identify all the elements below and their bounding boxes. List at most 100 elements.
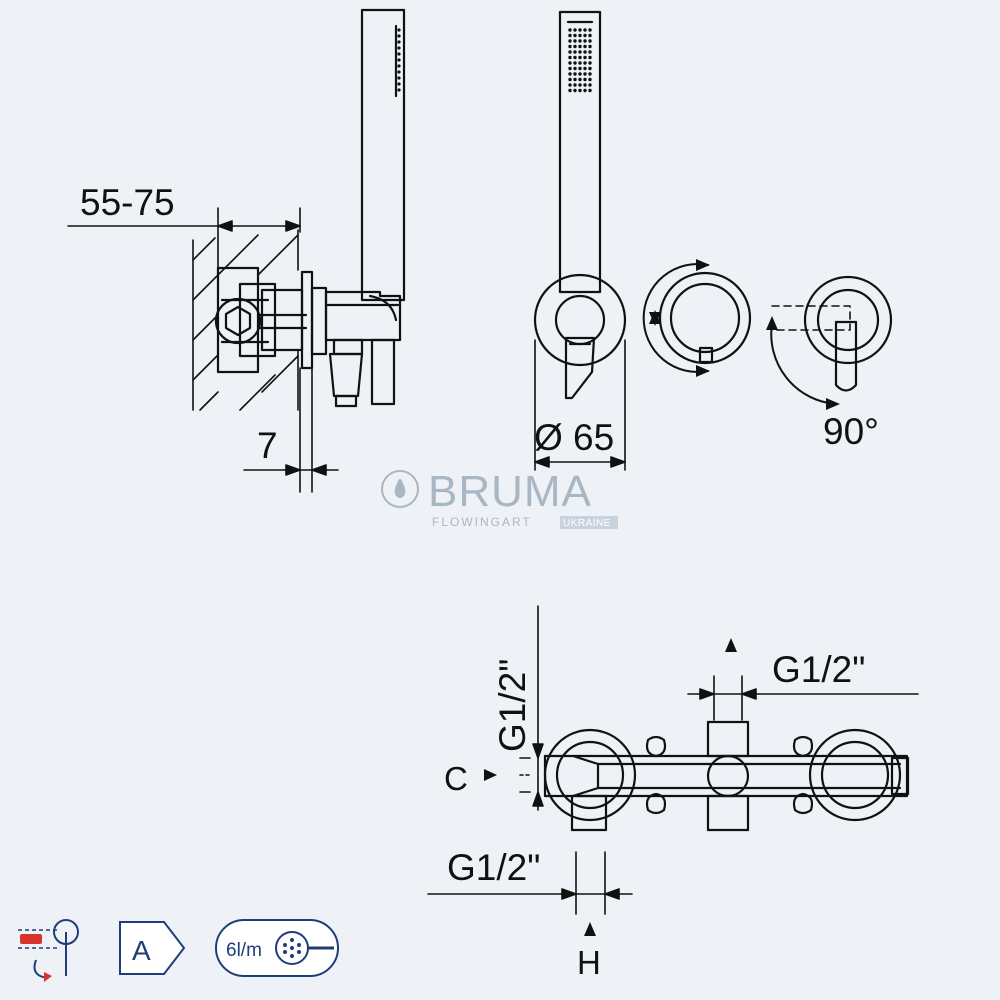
dimension-bottom	[427, 851, 633, 915]
spray-nozzle	[583, 88, 587, 93]
watermark-brand: BRUMA	[428, 467, 592, 516]
rotation-view-lever	[766, 275, 893, 410]
energy-class-label: A	[132, 935, 151, 966]
plan-view: G1/2" C G1/2"	[427, 605, 919, 981]
spray-nozzles-side	[397, 28, 401, 92]
spray-nozzle	[578, 44, 582, 49]
spray-nozzle	[573, 72, 577, 76]
spray-nozzle	[568, 66, 572, 71]
shower-holder-side	[324, 290, 402, 408]
dimension-bottom-label: G1/2"	[447, 847, 540, 888]
spray-nozzle	[568, 33, 572, 38]
spray-nozzle	[568, 83, 572, 87]
spray-nozzle	[588, 77, 592, 82]
spray-nozzle	[578, 39, 582, 43]
spray-nozzle	[588, 28, 592, 32]
hot-arrow-icon	[584, 922, 596, 936]
rosette-plate-side	[300, 270, 314, 370]
spray-nozzle	[573, 83, 577, 87]
spray-nozzles-front	[568, 28, 592, 93]
watermark-tagline: FLOWINGART	[432, 515, 532, 529]
spray-nozzle	[578, 88, 582, 93]
dimension-vertical	[519, 605, 544, 811]
spray-nozzle	[568, 88, 572, 93]
spray-nozzle	[573, 66, 577, 71]
spray-nozzle	[588, 72, 592, 76]
top-arrow-icon	[725, 638, 737, 652]
spray-nozzle	[578, 33, 582, 38]
spray-nozzle	[588, 39, 592, 43]
hand-shower-front	[558, 10, 602, 294]
spray-nozzle	[578, 28, 582, 32]
spray-nozzle	[588, 50, 592, 54]
spray-nozzle	[588, 44, 592, 49]
spray-nozzle	[578, 83, 582, 87]
spray-nozzle	[583, 83, 587, 87]
mixer-type-badge	[18, 919, 79, 982]
rosette-front	[533, 273, 627, 367]
spray-nozzle	[573, 44, 577, 49]
hex-nut-icon	[214, 297, 262, 345]
spray-nozzle	[588, 61, 592, 65]
spray-nozzle	[583, 28, 587, 32]
spray-nozzle	[583, 33, 587, 38]
spray-nozzle	[578, 72, 582, 76]
spray-nozzle	[588, 83, 592, 87]
dimension-depth	[67, 207, 301, 269]
cold-arrow-icon	[484, 769, 497, 781]
dimension-flange-offset-label: 7	[257, 425, 278, 466]
spray-nozzle	[588, 55, 592, 60]
holder-body-front	[564, 336, 596, 400]
spray-nozzle	[583, 39, 587, 43]
holder-hub-front	[554, 294, 606, 346]
spray-nozzle	[573, 55, 577, 60]
spray-nozzle	[568, 44, 572, 49]
flow-rate-label: 6l/m	[226, 940, 262, 961]
spray-nozzle	[568, 55, 572, 60]
spray-nozzle	[568, 61, 572, 65]
spray-nozzle	[573, 28, 577, 32]
dimension-diameter	[534, 339, 626, 471]
watermark-region: UKRAINE	[563, 518, 611, 529]
dimension-rotation-label: 90°	[823, 411, 879, 452]
spray-nozzle	[573, 50, 577, 54]
side-section-view: 55-75 7	[67, 8, 406, 493]
hand-shower-side	[360, 8, 406, 302]
spray-nozzle	[588, 88, 592, 93]
spray-nozzle	[568, 39, 572, 43]
inwall-box	[216, 266, 308, 374]
spray-nozzle	[573, 77, 577, 82]
quarter-turn-arrow-icon	[770, 323, 837, 405]
dimension-diameter-label: Ø 65	[534, 417, 614, 458]
dimension-top	[687, 675, 919, 721]
spray-nozzle	[573, 39, 577, 43]
hot-label: H	[577, 944, 601, 981]
spray-nozzle	[583, 66, 587, 71]
rotation-arrow-icon	[642, 263, 709, 373]
spray-nozzle	[568, 28, 572, 32]
rotation-view-diverter	[642, 259, 752, 377]
spray-nozzle	[573, 61, 577, 65]
spray-nozzle	[583, 72, 587, 76]
dimension-flange-offset	[243, 367, 339, 493]
energy-class-badge: A	[119, 921, 186, 975]
spray-nozzle	[583, 77, 587, 82]
spray-nozzle	[578, 61, 582, 65]
spray-nozzle	[583, 55, 587, 60]
brand-watermark: BRUMA FLOWINGART UKRAINE	[381, 467, 618, 529]
spray-nozzle	[573, 88, 577, 93]
rosette-hub-side	[310, 286, 328, 356]
front-view: Ø 65	[533, 10, 627, 471]
spray-nozzle	[583, 61, 587, 65]
cold-label: C	[444, 760, 468, 797]
spray-nozzle	[583, 50, 587, 54]
flow-rate-badge: 6l/m	[215, 919, 339, 977]
spray-nozzle	[578, 50, 582, 54]
spray-nozzle	[578, 77, 582, 82]
spray-nozzle	[573, 33, 577, 38]
dimension-top-label: G1/2"	[772, 649, 865, 690]
spray-nozzle	[568, 72, 572, 76]
mixer-body-plan	[543, 720, 910, 832]
